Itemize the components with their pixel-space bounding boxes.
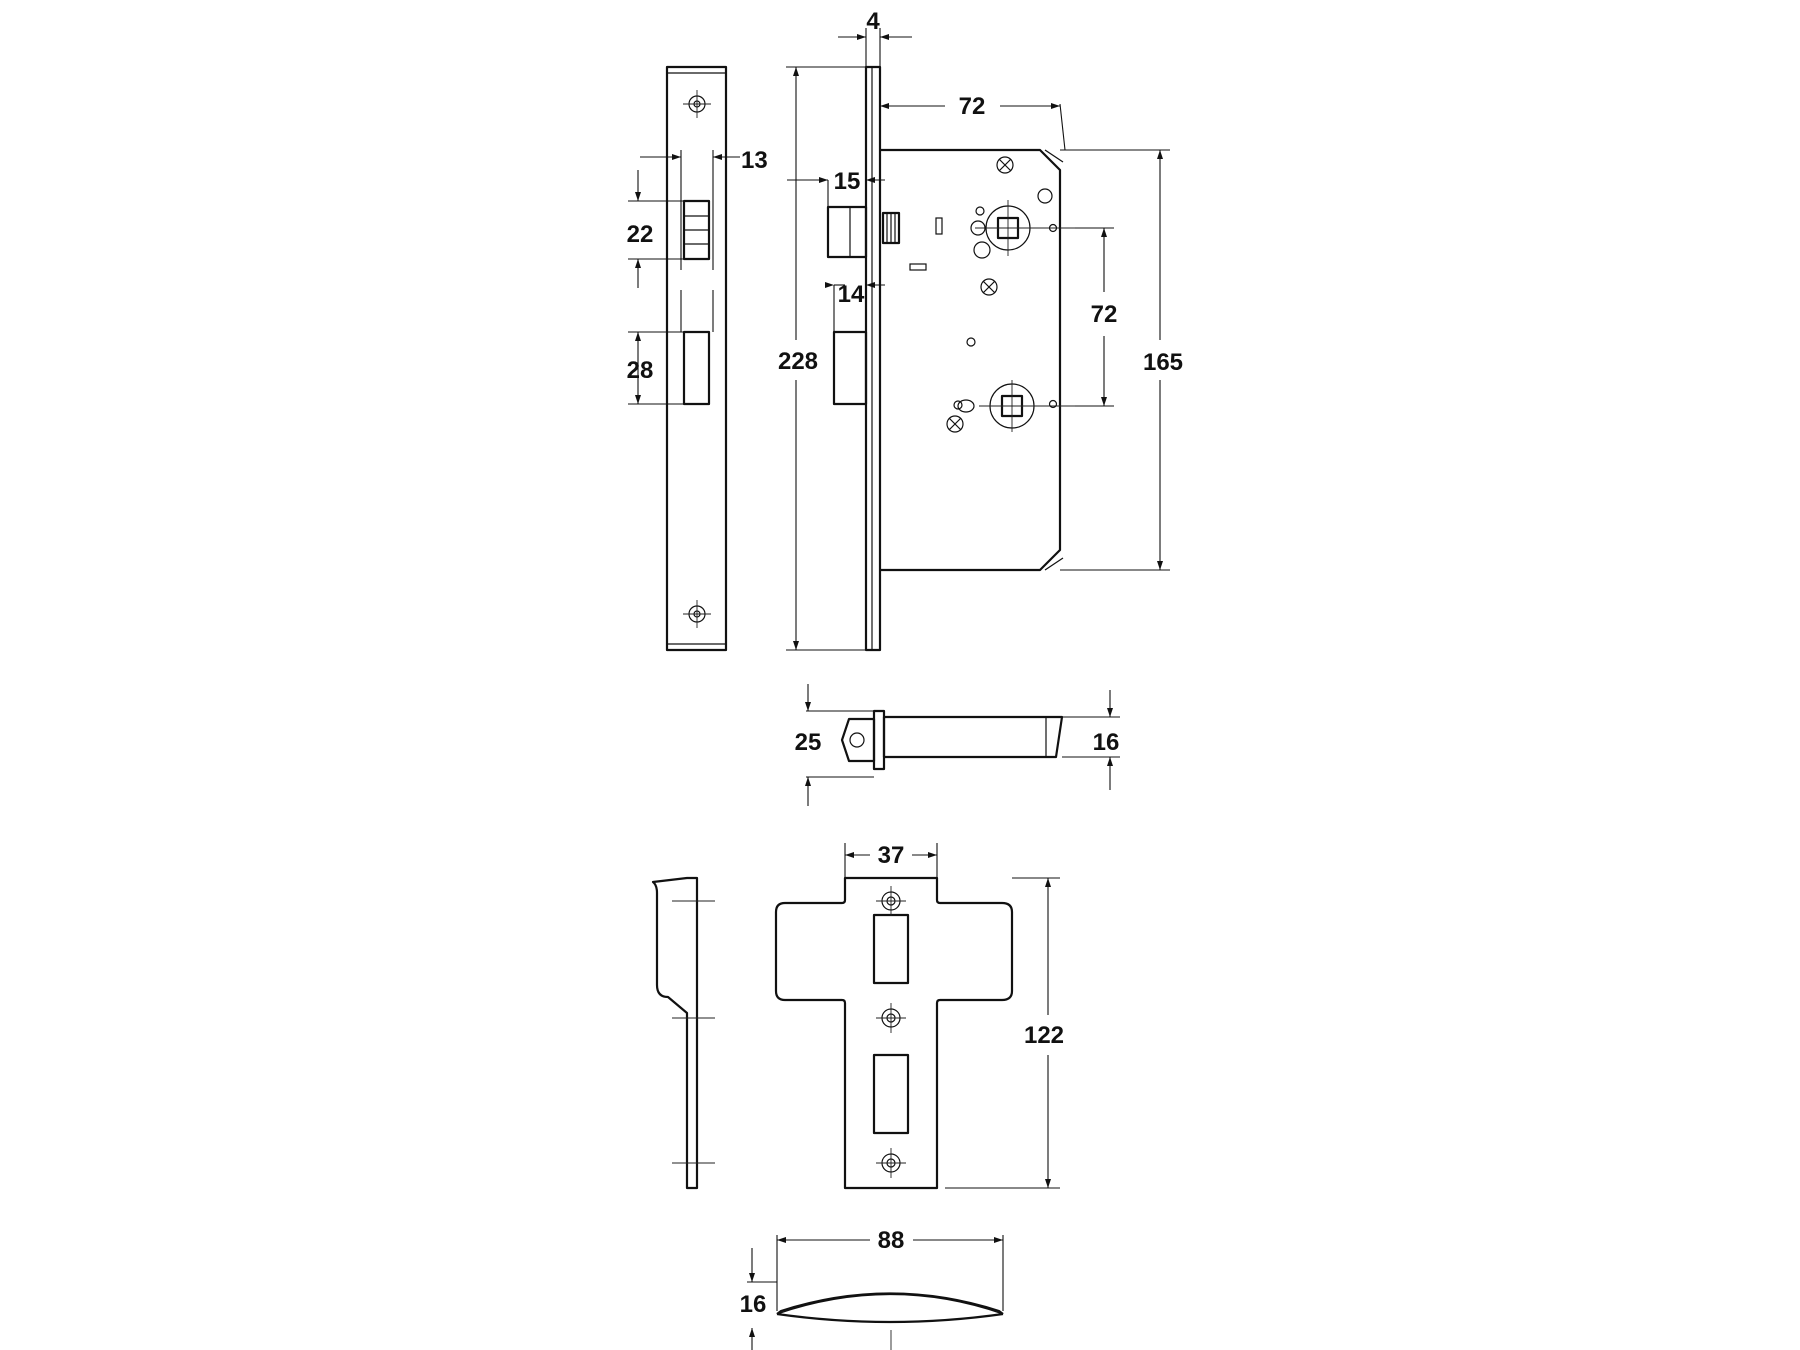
dim-strike-width: 37 <box>878 842 905 869</box>
dimension-arrowhead <box>749 1273 755 1282</box>
dimension-arrowhead <box>713 154 722 160</box>
dim-bolt-height: 28 <box>627 357 654 384</box>
dimension-arrowhead <box>1045 1179 1051 1188</box>
strike-lip-curve <box>747 1235 1004 1350</box>
dimension-arrowhead <box>819 177 828 183</box>
lock-body-side-view <box>826 65 1080 652</box>
strike-plate-front-view <box>774 843 1060 1190</box>
dimension-arrowhead <box>793 67 799 76</box>
dimension-arrowhead <box>1051 103 1060 109</box>
dimension-arrowhead <box>880 103 889 109</box>
dimension-arrowhead <box>1101 228 1107 237</box>
dimension-arrowhead <box>672 154 681 160</box>
dimension-arrowhead <box>857 34 866 40</box>
dimension-arrowhead <box>1157 150 1163 159</box>
dim-lip-width: 88 <box>878 1227 905 1254</box>
dim-lip-depth: 16 <box>740 1291 767 1318</box>
dimension-arrowhead <box>635 395 641 404</box>
dimension-arrowhead <box>805 777 811 786</box>
dim-centres: 72 <box>1091 301 1118 328</box>
body-dimensions <box>786 28 1170 651</box>
dimension-arrowhead <box>825 282 834 288</box>
dimension-arrowhead <box>866 282 875 288</box>
dim-latch-projection: 15 <box>834 168 861 195</box>
dim-bolt-throw: 14 <box>838 281 865 308</box>
cylinder-side-view <box>806 684 1120 806</box>
dimension-arrowhead <box>845 852 854 858</box>
dim-forend-width: 13 <box>741 147 768 174</box>
dim-forend-length: 228 <box>778 348 818 375</box>
dimension-arrowhead <box>793 641 799 650</box>
dimension-arrowhead <box>1107 757 1113 766</box>
dim-spindle-size: 16 <box>1093 729 1120 756</box>
dim-latch-height: 22 <box>627 221 654 248</box>
dim-backset: 72 <box>959 93 986 120</box>
dimension-arrowhead <box>635 192 641 201</box>
strike-plate-side-view <box>651 876 715 1190</box>
dim-case-height: 165 <box>1143 349 1183 376</box>
dimension-arrowhead <box>777 1237 786 1243</box>
dimension-arrowhead <box>928 852 937 858</box>
dimension-arrowhead <box>635 332 641 341</box>
dimension-arrowhead <box>805 702 811 711</box>
dimension-arrowhead <box>1107 708 1113 717</box>
dimension-arrowhead <box>994 1237 1003 1243</box>
dimension-arrowhead <box>1101 397 1107 406</box>
dim-cylinder-width: 25 <box>795 729 822 756</box>
dimension-labels: 4 72 13 15 22 14 72 165 228 28 25 16 37 … <box>627 8 1183 1318</box>
dim-strike-height: 122 <box>1024 1022 1064 1049</box>
dimension-arrowhead <box>1045 878 1051 887</box>
dimension-arrowhead <box>880 34 889 40</box>
dimension-arrowhead <box>749 1328 755 1337</box>
dimension-arrowheads <box>635 34 1163 1337</box>
dimension-arrowhead <box>635 259 641 268</box>
dimension-arrowhead <box>866 177 875 183</box>
dimension-arrowhead <box>1157 561 1163 570</box>
dim-forend-thickness: 4 <box>866 8 880 35</box>
